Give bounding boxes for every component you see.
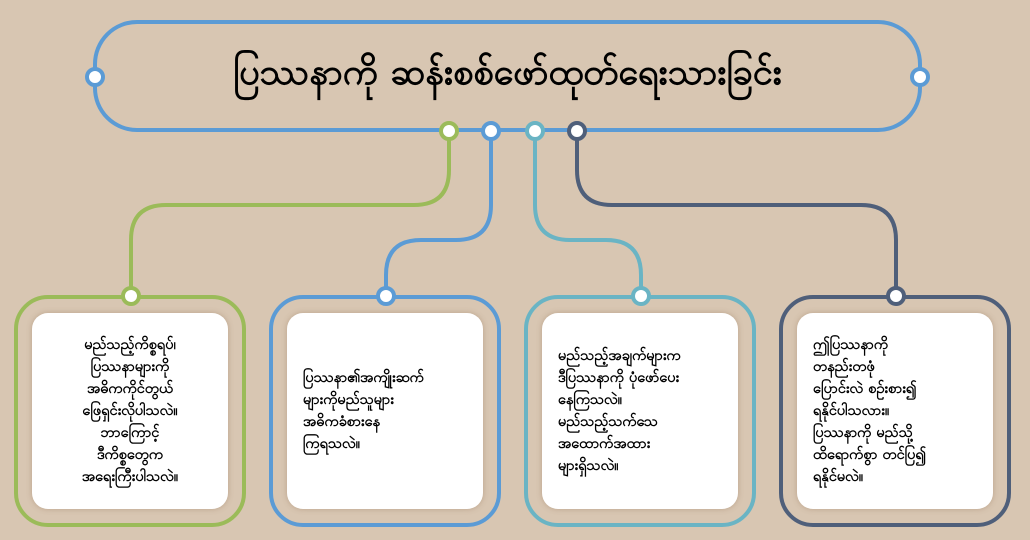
card-text: ဤပြဿနာကို တနည်းတဖုံ ပြောင်းလဲ စဉ်းစား၍ ရ…	[813, 337, 927, 485]
card-body: ဤပြဿနာကို တနည်းတဖုံ ပြောင်းလဲ စဉ်းစား၍ ရ…	[797, 313, 993, 509]
question-card-1: မည်သည့်ကိစ္စရပ်၊ ပြဿနာများကို အဓိကကိုင်တ…	[14, 295, 246, 527]
connector-teal	[533, 131, 643, 295]
title-left-dot	[85, 67, 105, 87]
title-right-dot	[910, 67, 930, 87]
card-text: မည်သည့်ကိစ္စရပ်၊ ပြဿနာများကို အဓိကကိုင်တ…	[81, 337, 179, 485]
card-text: ပြဿနာ၏အကျိုးဆက် များကိုမည်သူများ အဓိကခံစ…	[303, 370, 424, 452]
question-card-4: ဤပြဿနာကို တနည်းတဖုံ ပြောင်းလဲ စဉ်းစား၍ ရ…	[779, 295, 1011, 527]
dot-teal	[525, 121, 545, 141]
card-body: မည်သည့်အချက်များက ဒီပြဿနာကို ပုံဖော်ပေး …	[542, 313, 738, 509]
card-body: မည်သည့်ကိစ္စရပ်၊ ပြဿနာများကို အဓိကကိုင်တ…	[32, 313, 228, 509]
question-card-3: မည်သည့်အချက်များက ဒီပြဿနာကို ပုံဖော်ပေး …	[524, 295, 756, 527]
card-body: ပြဿနာ၏အကျိုးဆက် များကိုမည်သူများ အဓိကခံစ…	[287, 313, 483, 509]
connector-green	[129, 131, 451, 295]
dot-slate	[567, 121, 587, 141]
connector-blue	[384, 131, 493, 295]
question-card-2: ပြဿနာ၏အကျိုးဆက် များကိုမည်သူများ အဓိကခံစ…	[269, 295, 501, 527]
dot-blue	[481, 121, 501, 141]
connector-slate	[575, 131, 898, 295]
card-text: မည်သည့်အချက်များက ဒီပြဿနာကို ပုံဖော်ပေး …	[558, 348, 681, 474]
diagram-title: ပြဿနာကို ဆန်းစစ်ဖော်ထုတ်ရေးသားခြင်း	[233, 52, 782, 93]
dot-green	[439, 121, 459, 141]
